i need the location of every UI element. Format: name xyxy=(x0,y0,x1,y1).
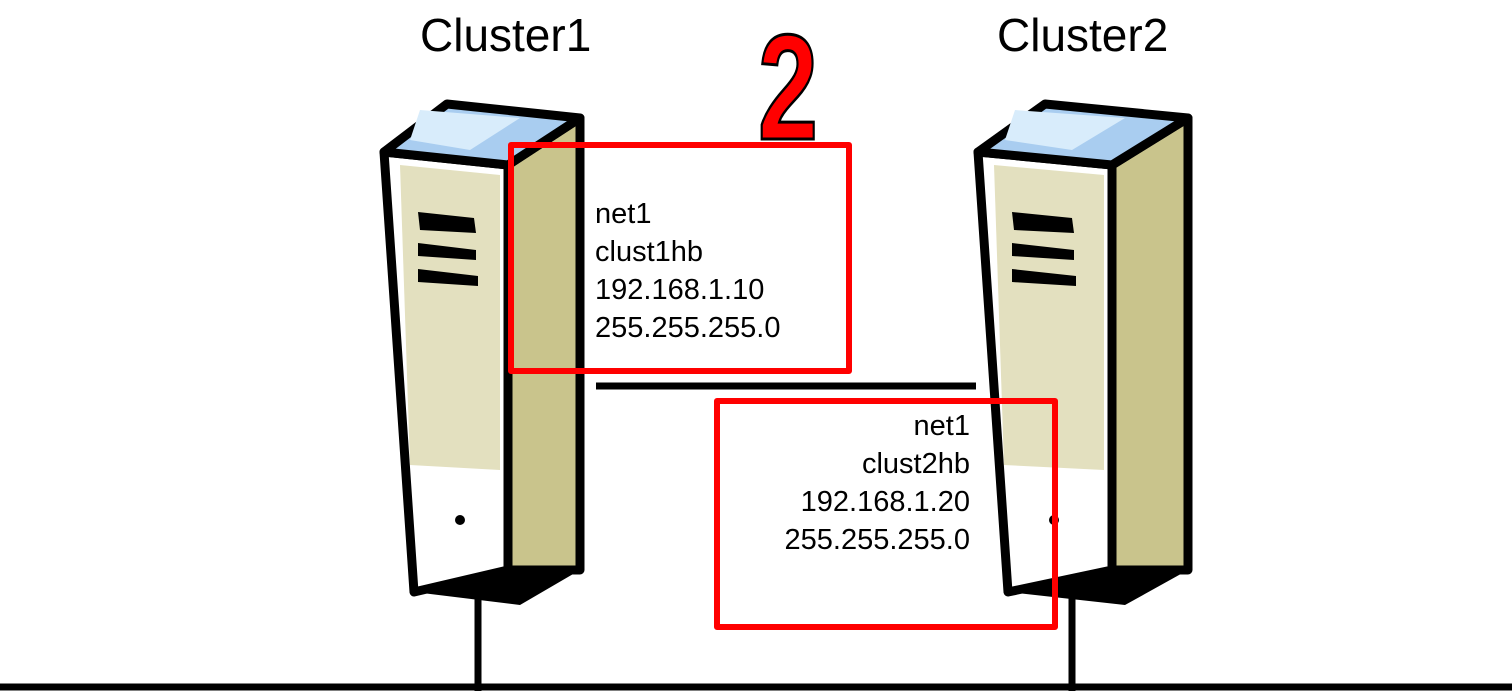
server-tower-cluster2-icon xyxy=(973,99,1193,605)
cluster1-interface-highlight-box xyxy=(508,142,852,374)
cluster1-title: Cluster1 xyxy=(420,9,592,61)
cluster2-interface-highlight-box xyxy=(714,398,1058,630)
cluster2-network-name: net1 xyxy=(913,410,970,442)
cluster1-network-name: net1 xyxy=(595,198,652,230)
cluster2-hostname: clust2hb xyxy=(861,448,970,480)
server-tower-cluster1-icon xyxy=(379,99,585,605)
cluster2-ip-address: 192.168.1.20 xyxy=(800,486,970,518)
cluster2-interface-details: net1 clust2hb 192.168.1.20 255.255.255.0 xyxy=(700,407,970,559)
cluster1-netmask: 255.255.255.0 xyxy=(595,312,781,344)
cluster1-interface-details: net1 clust1hb 192.168.1.10 255.255.255.0 xyxy=(595,195,780,347)
cluster2-title: Cluster2 xyxy=(997,9,1169,61)
cluster1-ip-address: 192.168.1.10 xyxy=(595,274,765,306)
cluster1-hostname: clust1hb xyxy=(595,236,704,268)
step-number-callout: 2 xyxy=(757,3,819,171)
cluster2-netmask: 255.255.255.0 xyxy=(784,524,970,556)
